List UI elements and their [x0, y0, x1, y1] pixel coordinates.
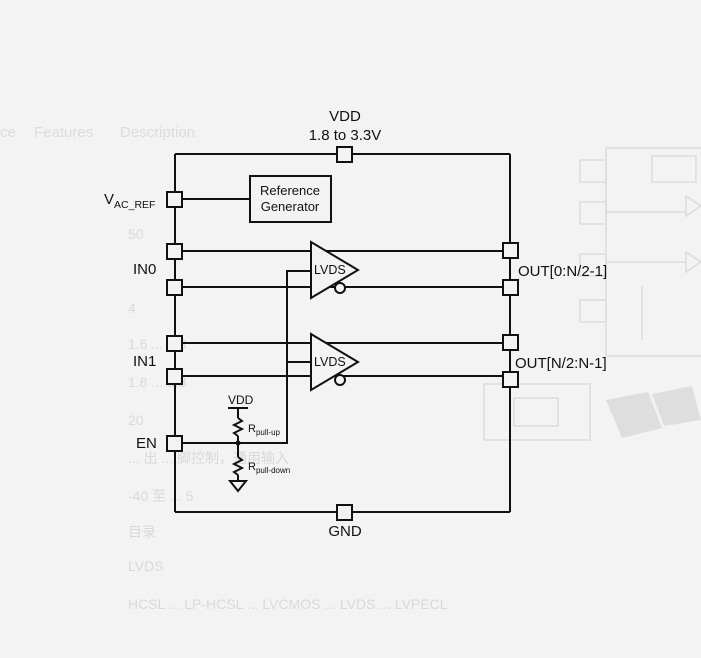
out0-neg-pin [502, 279, 519, 296]
vdd-label: VDD [329, 108, 361, 125]
in0-label: IN0 [133, 261, 156, 278]
rpullup-label: Rpull-up [248, 423, 281, 437]
vac-ref-label: VAC_REF [104, 191, 155, 211]
junction-dot [235, 440, 241, 446]
rpulldown-label: Rpull-down [248, 461, 290, 475]
out0-pos-pin [502, 242, 519, 259]
vdd-pin [336, 146, 353, 163]
out0-label: OUT[0:N/2-1] [518, 263, 607, 280]
ground-icon [227, 480, 249, 493]
in1-pos-pin [166, 335, 183, 352]
out1-pos-pin [502, 334, 519, 351]
en-label: EN [136, 435, 157, 452]
supply-range-label: 1.8 to 3.3V [309, 127, 382, 144]
en-vdd-label: VDD [228, 393, 254, 407]
out1-neg-pin [502, 371, 519, 388]
reference-generator-line1: Reference [260, 183, 320, 198]
lvds-buffer-0-label: LVDS [314, 263, 346, 277]
gnd-pin [336, 504, 353, 521]
lvds-buffer-1 [310, 332, 360, 392]
reference-generator-line2: Generator [261, 199, 320, 214]
en-pin [166, 435, 183, 452]
gnd-label: GND [328, 523, 362, 540]
lvds-buffer-1-label: LVDS [314, 355, 346, 369]
in1-neg-pin [166, 368, 183, 385]
inverting-bubble-1 [334, 374, 346, 386]
lvds-buffer-0 [310, 240, 360, 300]
wires [181, 198, 503, 481]
in0-neg-pin [166, 279, 183, 296]
in0-pos-pin [166, 243, 183, 260]
out1-label: OUT[N/2:N-1] [515, 355, 607, 372]
in1-label: IN1 [133, 353, 156, 370]
reference-generator-block [249, 175, 332, 223]
vac-ref-pin [166, 191, 183, 208]
inverting-bubble-0 [334, 282, 346, 294]
